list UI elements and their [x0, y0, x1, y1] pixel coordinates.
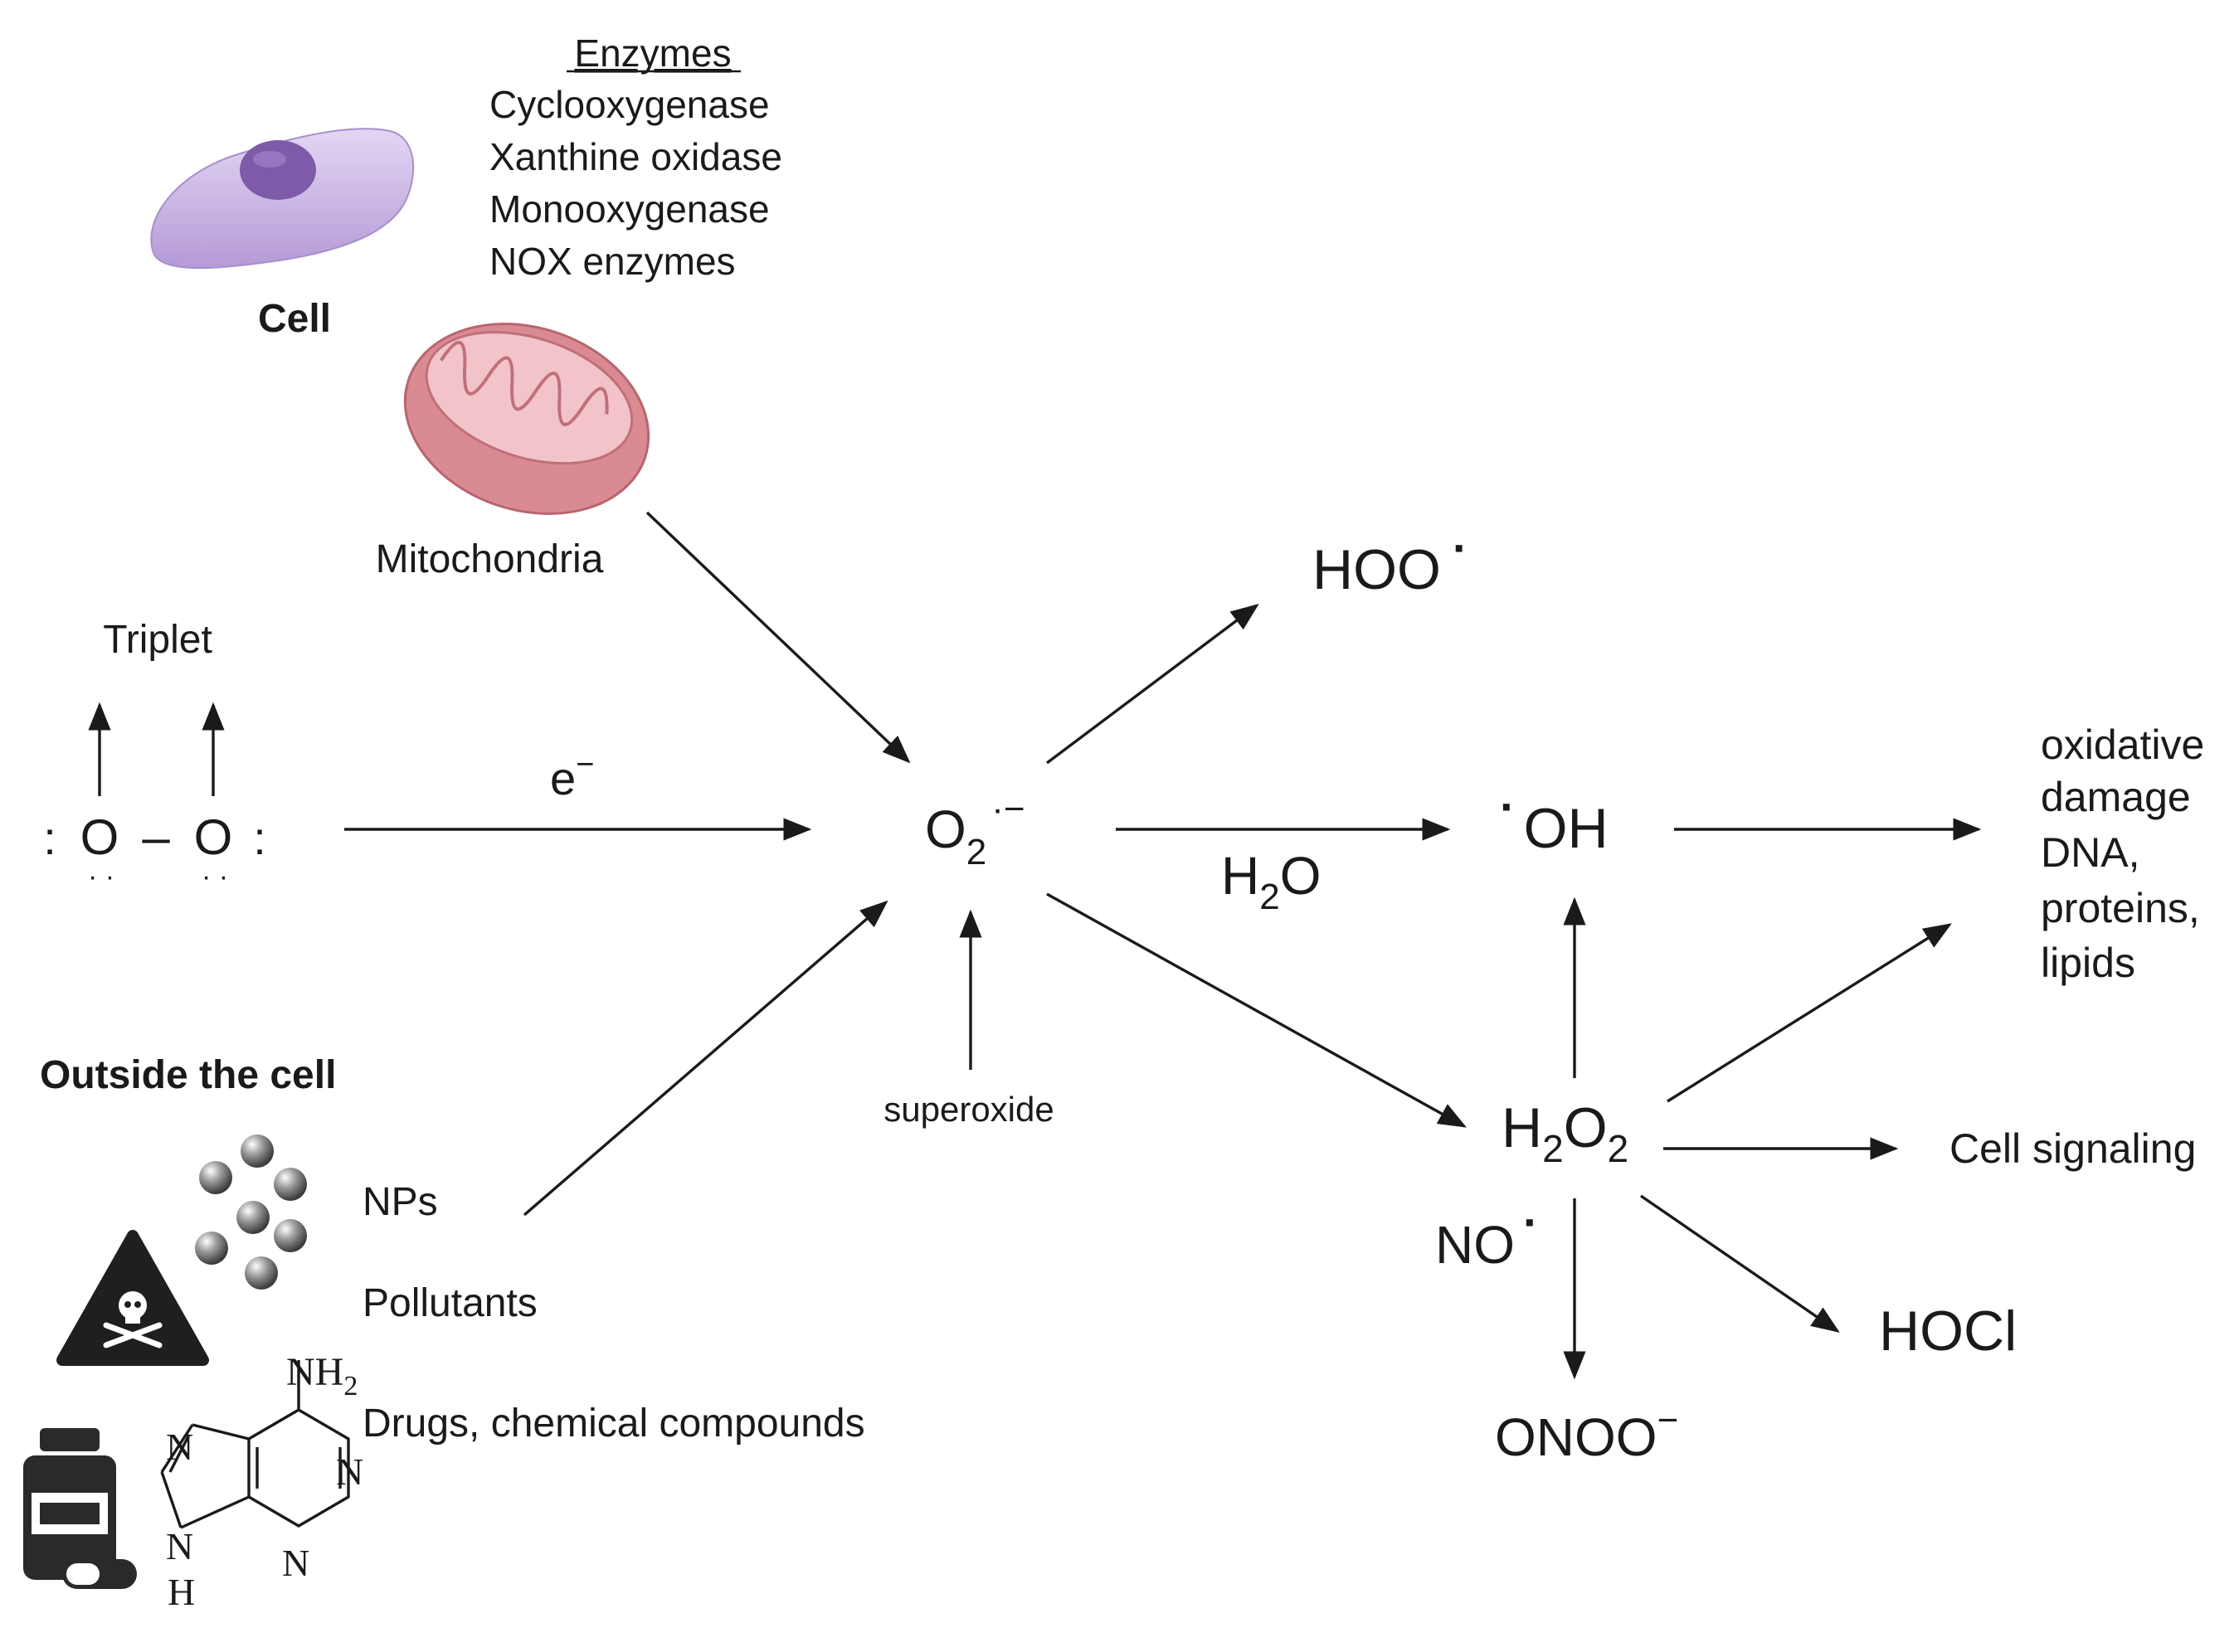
superoxide-label: superoxide: [883, 1090, 1054, 1129]
drugs-label: Drugs, chemical compounds: [363, 1402, 865, 1446]
adenine-n-atom: N: [282, 1542, 309, 1584]
cell-illustration: [150, 128, 415, 270]
h2o2-to-damage-arrow: [1667, 923, 1952, 1103]
outside-cell-label: Outside the cell: [40, 1053, 336, 1097]
hypochlorous-acid-label: HOCl: [1879, 1300, 2017, 1363]
triplet-label: Triplet: [103, 618, 212, 662]
enzymes-heading: Enzymes: [574, 32, 731, 75]
electron-label: e−: [550, 747, 594, 804]
damage-line: oxidative: [2041, 722, 2204, 768]
outside-to-superoxide-arrow: [523, 900, 888, 1217]
adenine-n-atom: N: [336, 1450, 363, 1493]
enzyme-item: Xanthine oxidase: [489, 135, 782, 178]
adenine-structure: [160, 1360, 350, 1529]
cell-signaling-label: Cell signaling: [1949, 1125, 2196, 1172]
hydroxyl-radical: ·OH: [1500, 780, 1609, 860]
mitochondria-to-superoxide-arrow: [645, 511, 911, 764]
mitochondria-label: Mitochondria: [376, 537, 604, 581]
cell-nucleus: [240, 140, 316, 200]
nps-label: NPs: [363, 1180, 438, 1224]
adenine-h-atom: H: [168, 1571, 195, 1613]
oo-bond: –: [142, 809, 170, 865]
lone-pair-left: :: [43, 812, 56, 864]
superoxide-to-hoo-arrow: [1045, 603, 1259, 765]
cell-label: Cell: [258, 297, 331, 341]
damage-line: proteins,: [2041, 885, 2200, 931]
hydrogen-peroxide: H2O2: [1502, 1096, 1628, 1170]
damage-line: damage: [2041, 774, 2191, 820]
pollutants-label: Pollutants: [363, 1281, 538, 1325]
adenine-nh2-label: NH2: [286, 1350, 358, 1402]
oxygen-atom-left: O: [80, 809, 119, 865]
enzyme-item: Cyclooxygenase: [489, 83, 770, 126]
mito-cristae: [440, 341, 609, 426]
peroxynitrite-label: ONOO−: [1495, 1400, 1678, 1467]
lone-pair-bottom-left: · ·: [88, 861, 114, 892]
adenine-n-atom: N: [166, 1525, 193, 1567]
mitochondria-illustration: [403, 323, 650, 515]
superoxide-to-h2o2-arrow: [1046, 892, 1467, 1128]
lone-pair-right: :: [253, 812, 266, 864]
medicine-bottle-icon: [23, 1428, 137, 1589]
water-label: H2O: [1221, 846, 1321, 917]
toxic-warning-icon: [56, 1230, 209, 1366]
oxygen-atom-right: O: [194, 809, 233, 865]
nitric-oxide-label: NO·: [1435, 1196, 1539, 1275]
h2o2-to-hocl-arrow: [1640, 1194, 1840, 1333]
superoxide-formula: O2·−: [925, 789, 1025, 872]
enzyme-item: Monooxygenase: [489, 187, 770, 231]
lone-pair-bottom-right: · ·: [202, 861, 228, 892]
nanoparticles-icon: [195, 1135, 307, 1290]
damage-line: DNA,: [2041, 829, 2139, 876]
adenine-n-atom: N: [166, 1426, 193, 1468]
hoo-radical: HOO·: [1312, 522, 1468, 601]
damage-line: lipids: [2041, 940, 2135, 986]
enzyme-item: NOX enzymes: [489, 240, 736, 283]
